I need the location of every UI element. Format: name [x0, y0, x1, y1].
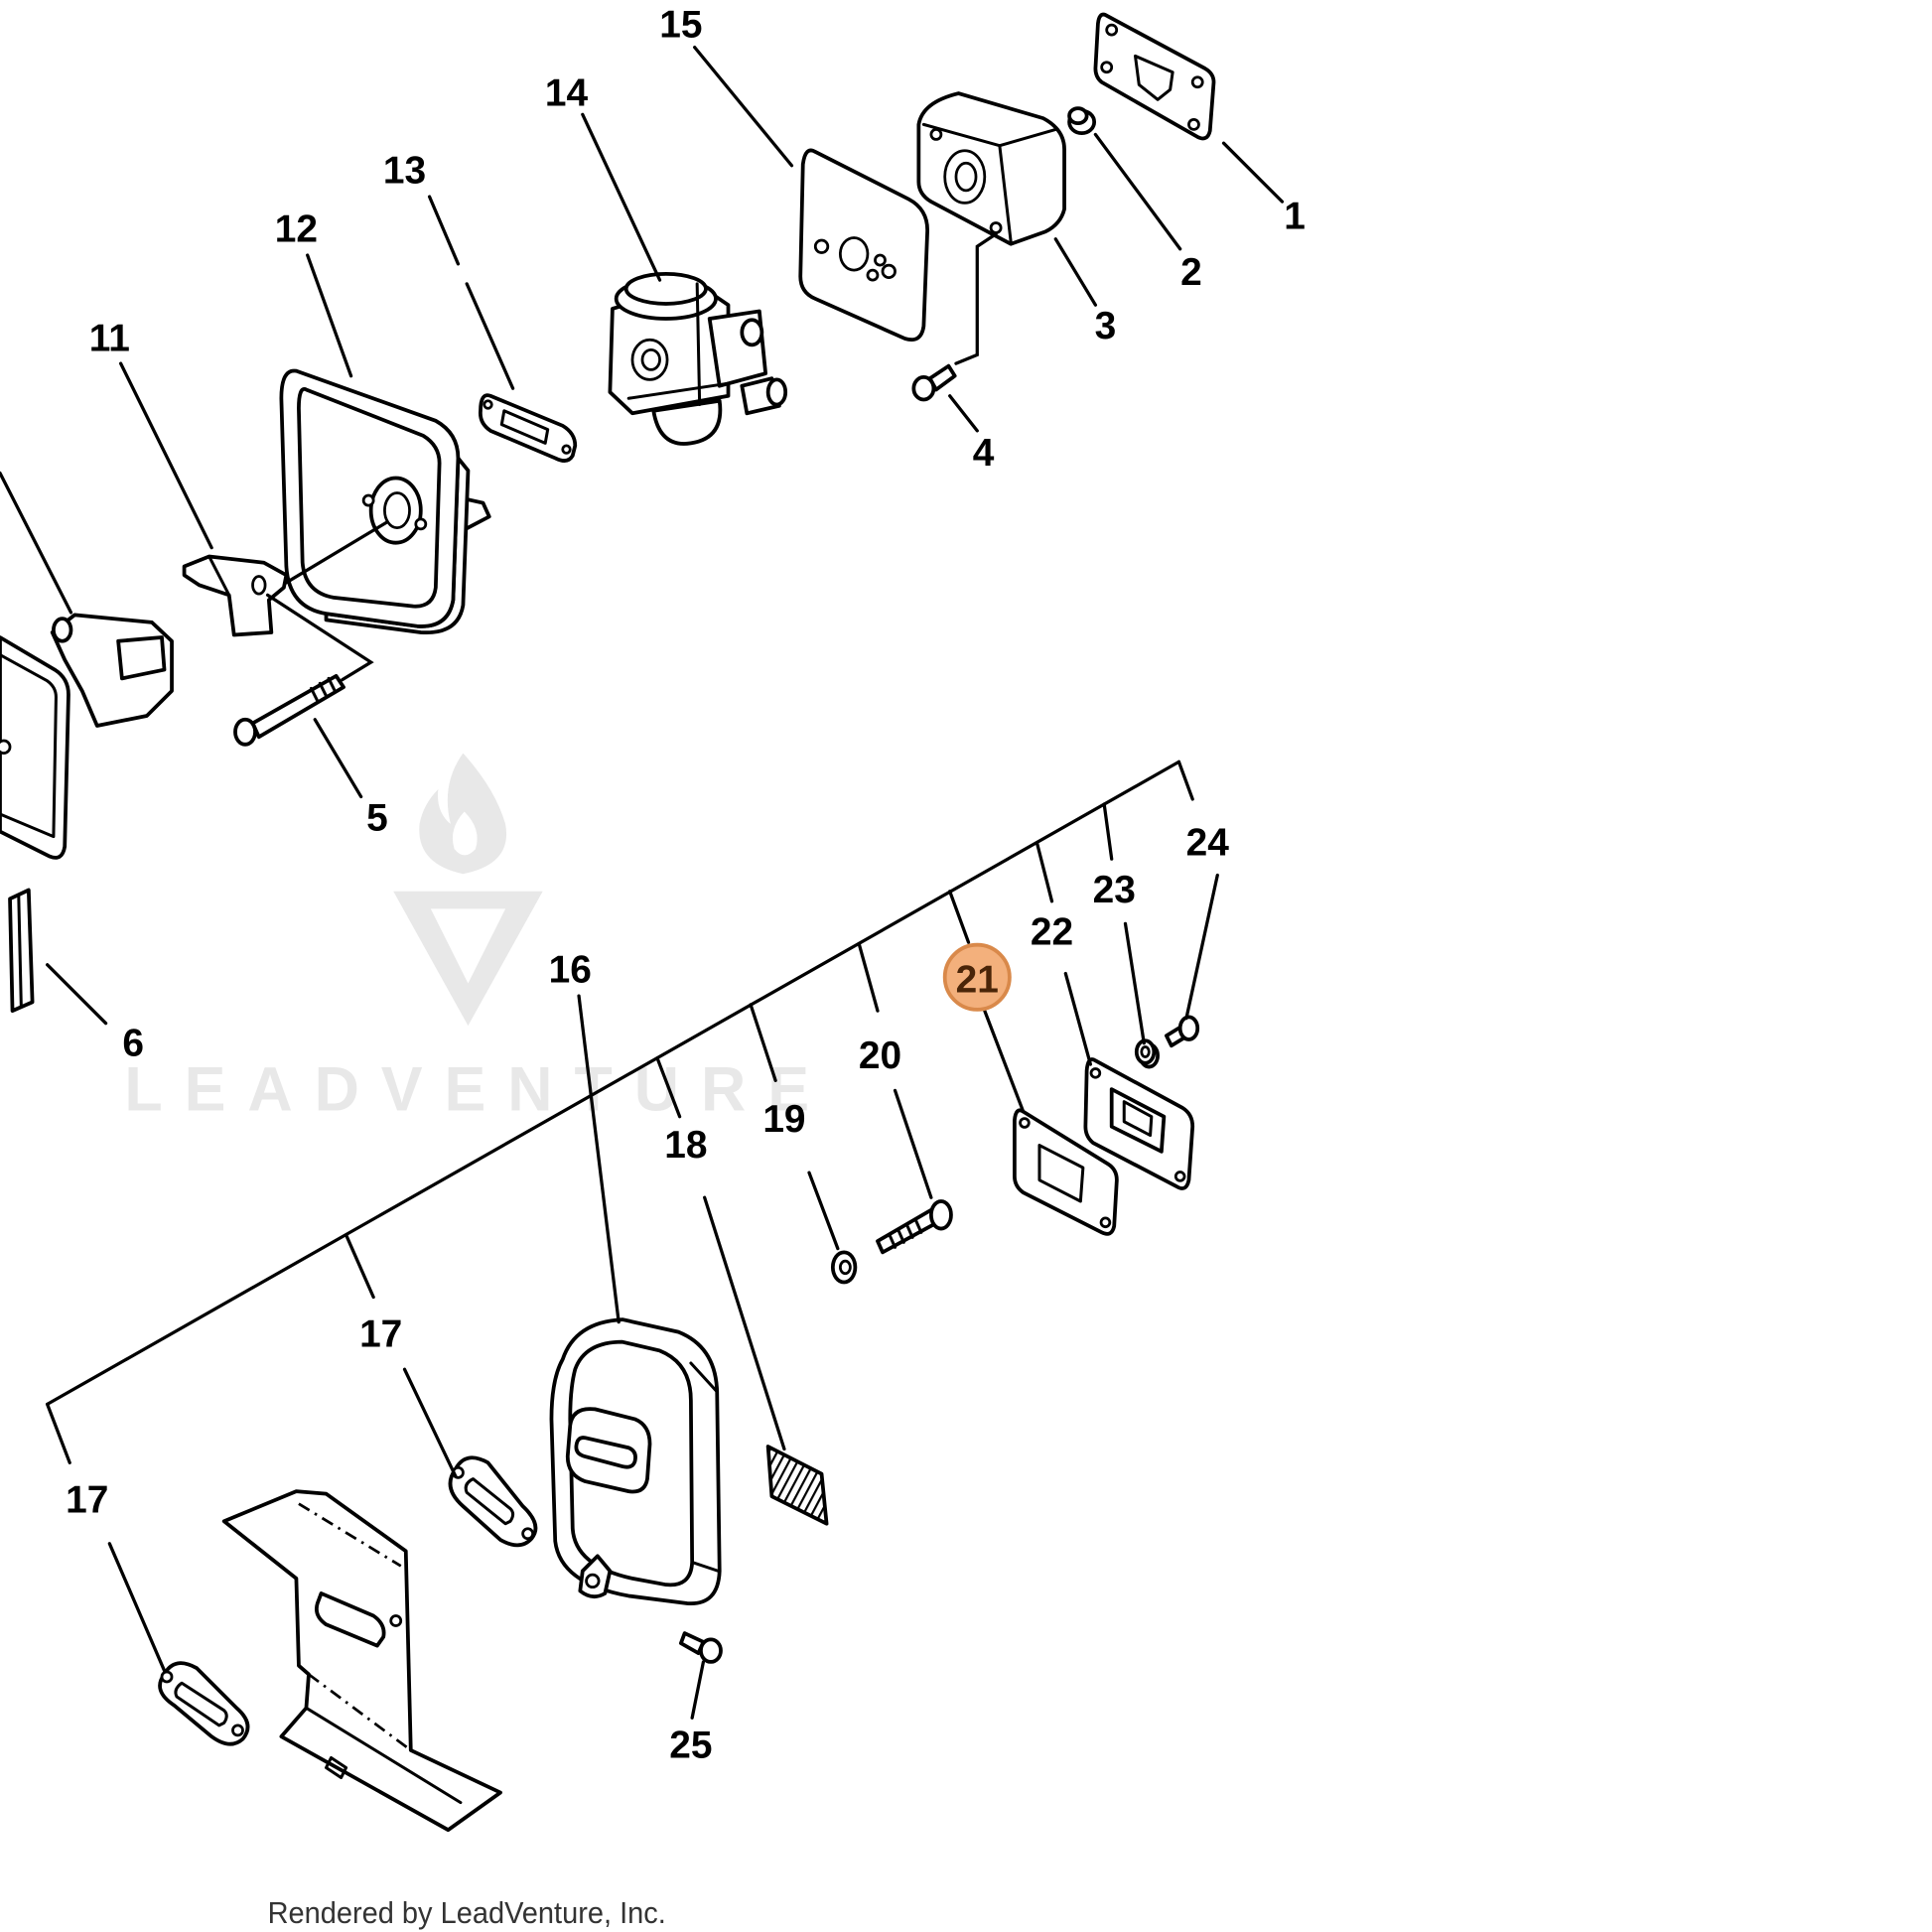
part-3-insulator: [916, 91, 1066, 246]
bracket-tick-22: [1035, 841, 1054, 903]
callout-15[interactable]: 15: [659, 4, 702, 47]
flame-inner: [452, 811, 478, 856]
callout-17-upper[interactable]: 17: [359, 1313, 402, 1356]
callout-4[interactable]: 4: [973, 432, 995, 475]
part-2-spacer: [1067, 106, 1097, 136]
leader-line-5: [313, 718, 363, 799]
leader-line-19: [807, 1171, 840, 1251]
part-14-carburetor: [608, 271, 788, 446]
part-22-cover-plate: [1083, 1057, 1195, 1190]
leader-line-12: [306, 253, 353, 378]
bracket-tick-24: [1176, 759, 1194, 801]
footer-credit: Rendered by LeadVenture, Inc.: [268, 1897, 666, 1930]
callout-21[interactable]: 21: [956, 958, 999, 1001]
leader-line-2: [1093, 132, 1182, 251]
watermark: LEADVENTURE: [124, 753, 809, 1124]
watermark-text: LEADVENTURE: [124, 1054, 809, 1124]
callout-1[interactable]: 1: [1284, 196, 1306, 238]
part-heat-shield: [221, 1489, 502, 1833]
callout-2[interactable]: 2: [1180, 251, 1202, 294]
callout-11[interactable]: 11: [89, 318, 130, 360]
part-1-gasket-plate: [1093, 12, 1216, 141]
part-11-bolt-guide-line: [265, 593, 374, 682]
leader-line-23: [1123, 921, 1146, 1045]
callout-5[interactable]: 5: [366, 796, 388, 839]
leader-line-15: [693, 46, 794, 168]
part-11-bracket: [182, 554, 289, 637]
part-3-screw-guide-line: [954, 232, 998, 365]
callout-22[interactable]: 22: [1031, 911, 1073, 954]
part-filter-cover-edge: [0, 635, 70, 860]
part-16-muffler: [549, 1317, 722, 1605]
part-5-bolt: [233, 673, 345, 747]
callout-14[interactable]: 14: [545, 72, 589, 115]
leader-line-20: [893, 1088, 933, 1199]
callout-12[interactable]: 12: [275, 207, 318, 250]
leader-line-6: [46, 963, 108, 1026]
leader-line-18: [703, 1195, 786, 1451]
leader-line-13b: [465, 282, 515, 390]
part-24-screw: [1164, 1015, 1200, 1048]
leader-line-22: [1063, 971, 1093, 1066]
v-logo-inner: [430, 908, 506, 984]
part-18-spark-arrestor-screen: [765, 1445, 829, 1526]
leader-lines: [0, 46, 1285, 1720]
callout-21-highlight[interactable]: [942, 942, 1012, 1012]
callout-23[interactable]: 23: [1093, 869, 1136, 911]
callout-20[interactable]: 20: [859, 1035, 901, 1077]
part-choke-lever: [50, 613, 174, 728]
leader-line-1: [1221, 141, 1285, 204]
part-12-air-filter-housing: [279, 368, 491, 634]
leader-line-cut: [0, 471, 73, 615]
leader-line-17-lower: [107, 1542, 167, 1673]
leader-line-4: [948, 394, 979, 433]
part-17-gasket-upper: [448, 1455, 538, 1548]
part-13-gasket: [478, 393, 578, 463]
part-15-gasket: [798, 148, 930, 343]
part-25-screw: [678, 1631, 723, 1664]
part-23-nut: [1134, 1038, 1160, 1069]
leadventure-logo-icon: [393, 753, 543, 1027]
callout-18[interactable]: 18: [664, 1124, 707, 1167]
part-20-bolt: [876, 1199, 953, 1255]
part-4-screw: [911, 363, 957, 402]
callout-25[interactable]: 25: [669, 1724, 712, 1766]
part-11-hub-guide-line: [284, 520, 388, 585]
bracket-tick-23: [1102, 802, 1114, 861]
callout-17-lower[interactable]: 17: [66, 1478, 108, 1521]
part-6-strip: [8, 888, 35, 1014]
leader-line-3: [1053, 237, 1098, 307]
part-17-gasket-lower: [158, 1661, 250, 1746]
bracket-tick-21: [948, 890, 971, 944]
group-bracket: [46, 759, 1194, 1464]
leader-line-14: [581, 112, 662, 282]
callout-6[interactable]: 6: [122, 1022, 144, 1064]
bracket-tick-20: [857, 941, 880, 1013]
callout-16[interactable]: 16: [549, 948, 592, 991]
callout-13[interactable]: 13: [383, 149, 426, 192]
leader-line-21: [983, 1009, 1026, 1114]
leader-line-11: [118, 361, 213, 550]
leader-line-13a: [427, 195, 461, 266]
bracket-main-line: [46, 759, 1181, 1406]
bracket-tick-18: [655, 1056, 682, 1119]
callout-19[interactable]: 19: [762, 1098, 805, 1141]
leader-line-24: [1184, 873, 1219, 1021]
leader-line-16: [577, 994, 621, 1324]
bracket-tick-19: [749, 1003, 777, 1082]
leader-line-25: [690, 1660, 706, 1720]
part-21-gasket: [1013, 1108, 1119, 1236]
bracket-tick-17-upper: [344, 1233, 375, 1300]
part-19-washer: [830, 1250, 858, 1285]
callout-24[interactable]: 24: [1186, 821, 1230, 864]
callout-3[interactable]: 3: [1095, 305, 1117, 347]
callouts: 1 2 3 4 5 6 11 12 13 14 15 16 17 17 18 1…: [66, 4, 1306, 1767]
leader-line-17-upper: [402, 1367, 458, 1478]
bracket-tick-17-lower: [46, 1402, 71, 1464]
